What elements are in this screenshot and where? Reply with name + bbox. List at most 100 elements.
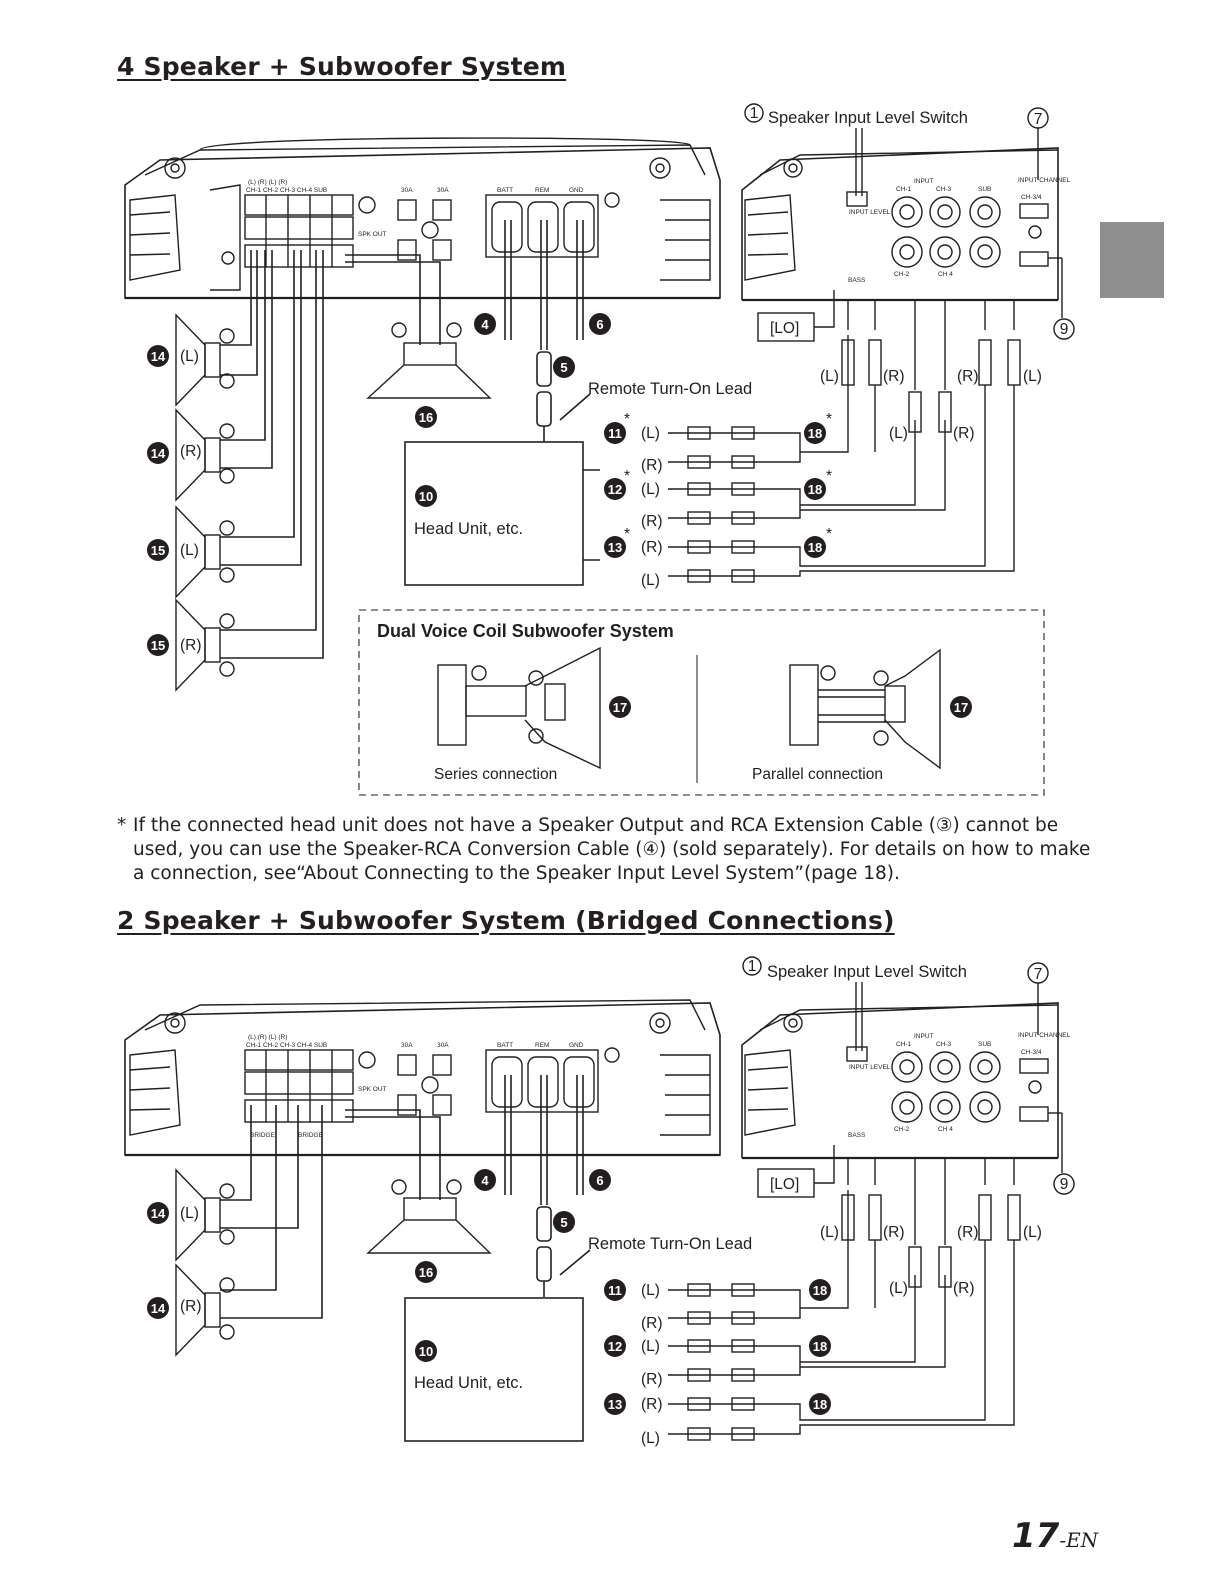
batt-num: 4 xyxy=(481,1173,489,1188)
lo-label: [LO] xyxy=(770,320,799,337)
speaker-side-4: (R) xyxy=(180,637,202,654)
cable-num-2: 12 xyxy=(608,482,622,497)
lo-label: [LO] xyxy=(770,1176,799,1193)
power-leads xyxy=(504,1075,591,1297)
amp-input-channel: INPUT CHANNEL xyxy=(1018,1032,1071,1039)
amp-ch-names: CH-1 CH-2 CH-3 CH-4 SUB xyxy=(246,1042,327,1049)
page-number-suffix: -EN xyxy=(1059,1528,1099,1552)
speaker-num-2: 14 xyxy=(151,446,166,461)
asterisk-rca-1: * xyxy=(826,411,832,428)
cable-row-1-bottom: (R) xyxy=(641,1315,663,1332)
head-unit-label: Head Unit, etc. xyxy=(414,1374,523,1392)
amp-input: INPUT xyxy=(914,178,934,185)
asterisk-cable-3: * xyxy=(624,526,630,543)
asterisk-cable-2: * xyxy=(624,468,630,485)
amp-ch2: CH-2 xyxy=(894,1126,910,1133)
amp-ch1: CH-1 xyxy=(896,1041,912,1048)
amp-ch2: CH-2 xyxy=(894,271,910,278)
dvc-series-label: Series connection xyxy=(434,766,557,783)
cable-num-2: 12 xyxy=(608,1339,622,1354)
amp-input-level: INPUT LEVEL xyxy=(849,209,891,216)
footnote: * If the connected head unit does not ha… xyxy=(117,814,1102,886)
footnote-text: If the connected head unit does not have… xyxy=(133,815,1091,884)
rca-cables xyxy=(668,1190,1015,1441)
cable-row-1-bottom: (R) xyxy=(641,457,663,474)
asterisk-rca-2: * xyxy=(826,468,832,485)
speaker-side-3: (L) xyxy=(180,542,199,559)
amp-fuse-2: 30A xyxy=(437,1042,449,1049)
amp-bass: BASS xyxy=(848,1132,866,1139)
speaker-side-1: (L) xyxy=(180,1205,199,1222)
remote-lead-label: Remote Turn-On Lead xyxy=(588,1235,752,1253)
plug-label-r-1: (R) xyxy=(883,368,905,385)
input-channel-circle-num: 7 xyxy=(1034,966,1043,983)
subwoofer-symbol xyxy=(366,322,492,399)
subwoofer-num: 16 xyxy=(419,410,433,425)
dvc-num-series: 17 xyxy=(613,700,627,715)
amplifier-body xyxy=(124,999,721,1157)
switch-circle-num: 1 xyxy=(748,958,757,975)
wiring-diagram-4-speaker: 14 14 15 15 4 5 6 16 10 11 12 13 18 18 1… xyxy=(124,103,1075,796)
rca-num-3: 18 xyxy=(808,540,822,555)
callout-circles xyxy=(147,313,972,718)
cable-row-2-top: (L) xyxy=(641,1338,660,1355)
amp-ch-names: CH-1 CH-2 CH-3 CH-4 SUB xyxy=(246,187,327,194)
cable-num-1: 11 xyxy=(608,426,622,441)
amp-sub: SUB xyxy=(978,1041,991,1048)
amp-gnd: GND xyxy=(569,187,584,194)
amp-ch34: CH-3/4 xyxy=(1021,1049,1042,1056)
plug-label-r-1: (R) xyxy=(883,1224,905,1241)
rca-plugs xyxy=(841,300,1021,433)
amp-fuse-2: 30A xyxy=(437,187,449,194)
amp-input-level: INPUT LEVEL xyxy=(849,1064,891,1071)
amp-rem: REM xyxy=(535,1042,549,1049)
side-tab xyxy=(1100,222,1164,298)
speaker-symbols xyxy=(175,1168,235,1357)
amp-ch3: CH-3 xyxy=(936,186,952,193)
cable-row-2-bottom: (R) xyxy=(641,1371,663,1388)
cable-row-2-bottom: (R) xyxy=(641,513,663,530)
dvc-num-parallel: 17 xyxy=(954,700,968,715)
amp-sub: SUB xyxy=(978,186,991,193)
plug-label-l-2: (L) xyxy=(1023,368,1042,385)
rca-cables xyxy=(583,335,1015,583)
page-number: 17-EN xyxy=(1012,1516,1098,1556)
plug-label-r-2: (R) xyxy=(957,1224,979,1241)
subwoofer-symbol xyxy=(366,1179,492,1254)
cable-row-3-bottom: (L) xyxy=(641,572,660,589)
dvc-parallel-label: Parallel connection xyxy=(752,766,883,783)
amp-ch34: CH-3/4 xyxy=(1021,194,1042,201)
input-level-switch-label: Speaker Input Level Switch xyxy=(768,109,968,127)
power-terminal-block xyxy=(485,1047,620,1113)
batt-num: 4 xyxy=(481,317,489,332)
section-title-2-speaker-bridged: 2 Speaker + Subwoofer System (Bridged Co… xyxy=(117,906,895,935)
gnd-num: 6 xyxy=(596,317,603,332)
dvc-title: Dual Voice Coil Subwoofer System xyxy=(377,621,674,641)
asterisk-cable-1: * xyxy=(624,411,630,428)
amp-input-channel: INPUT CHANNEL xyxy=(1018,177,1071,184)
speaker-terminal-block xyxy=(221,194,452,268)
amp-fuse-1: 30A xyxy=(401,187,413,194)
amp-ch-top: (L) (R) (L) (R) xyxy=(248,1034,287,1041)
amp-batt: BATT xyxy=(497,1042,513,1049)
footnote-marker: * xyxy=(117,815,127,836)
plug-label-l-1: (L) xyxy=(820,1224,839,1241)
power-terminal-block xyxy=(485,192,620,258)
plug-label-l-3: (L) xyxy=(889,425,908,442)
plug-label-r-2: (R) xyxy=(957,368,979,385)
amp-fuse-1: 30A xyxy=(401,1042,413,1049)
power-leads xyxy=(504,220,591,442)
sub-circle-num: 9 xyxy=(1060,321,1069,338)
amp-ch3: CH-3 xyxy=(936,1041,952,1048)
head-unit-num: 10 xyxy=(419,1344,433,1359)
plug-label-r-3: (R) xyxy=(953,425,975,442)
wiring-diagram-2-speaker-bridged: 14 14 4 5 6 16 10 11 12 13 18 18 18 1 7 … xyxy=(124,956,1075,1447)
speaker-num-3: 15 xyxy=(151,543,165,558)
speaker-side-2: (R) xyxy=(180,1298,202,1315)
cable-row-1-top: (L) xyxy=(641,425,660,442)
cable-num-1: 11 xyxy=(608,1283,622,1298)
amp-ch4: CH 4 xyxy=(938,271,953,278)
amp-bridge-1: BRIDGE xyxy=(250,1132,276,1139)
amp-spk-out: SPK OUT xyxy=(358,1086,387,1093)
rca-plugs xyxy=(841,1158,1021,1288)
